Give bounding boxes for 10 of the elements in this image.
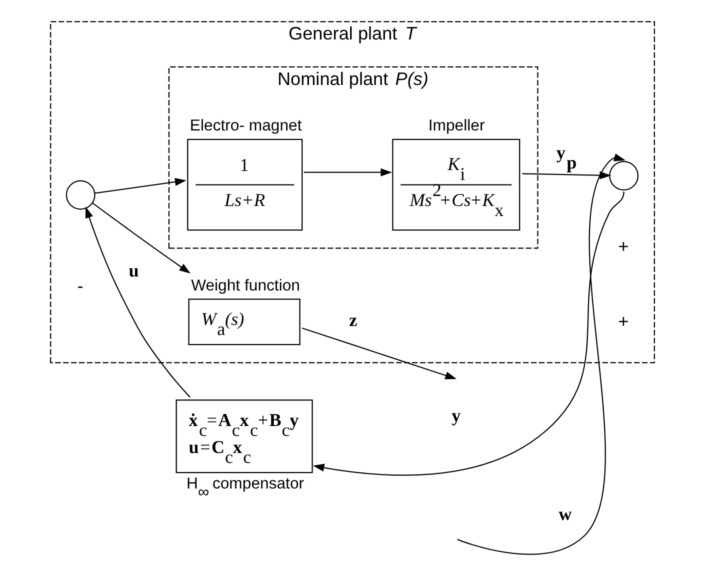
edge-label: z: [349, 310, 358, 330]
edge-label: u: [128, 260, 139, 280]
node-label: Electro- magnet: [190, 118, 302, 135]
label: +: [618, 236, 629, 257]
edge-label: y: [452, 405, 461, 426]
node-label: Weight function: [191, 277, 300, 294]
label: +: [618, 311, 629, 332]
label: -: [77, 276, 84, 296]
edge-label: w: [558, 504, 572, 524]
node-label: Impeller: [428, 118, 485, 135]
